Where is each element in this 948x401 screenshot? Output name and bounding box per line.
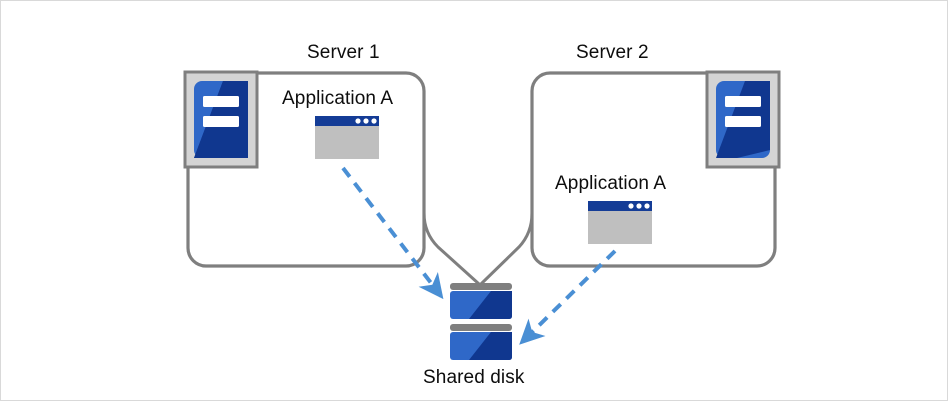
server2-application-window-icon (588, 201, 652, 244)
server1-application-label: Application A (282, 88, 394, 109)
server1-label: Server 1 (307, 42, 380, 63)
app-a-2-to-disk-arrow (519, 249, 617, 345)
server1-application-window-icon (315, 116, 379, 159)
shared-disk-icon (450, 283, 512, 360)
server1-server-icon (183, 70, 259, 169)
server2-to-shared-disk-link (479, 164, 534, 286)
server1-to-shared-disk-link (422, 164, 481, 286)
app-a-1-to-disk-arrow (341, 166, 444, 300)
server2-label: Server 2 (576, 42, 649, 63)
server2-server-icon (705, 70, 781, 169)
shared-disk-label: Shared disk (423, 367, 525, 388)
server2-application-label: Application A (555, 173, 667, 194)
